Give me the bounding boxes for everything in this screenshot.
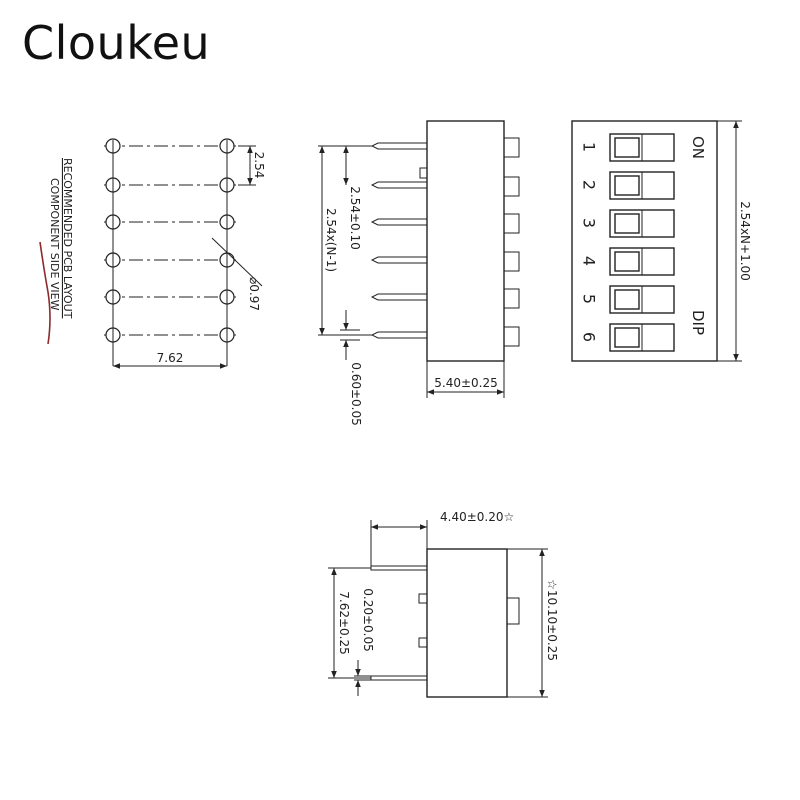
switch-knob — [614, 213, 640, 234]
pcb-hole-diameter-label: ⌀0.97 — [247, 277, 261, 311]
top-view: 1 2 3 4 5 6 ON DIP 2.54xN+1.00 — [571, 120, 752, 362]
top-body — [571, 120, 718, 362]
side-pin — [370, 331, 427, 339]
end-pin-thickness-label: 0.20±0.05 — [361, 588, 375, 652]
end-view: 4.40±0.20☆ 7.62±0.25 0.20±0.05 ☆10.10±0.… — [328, 510, 559, 698]
end-row-spacing-label: 7.62±0.25 — [337, 591, 351, 655]
pcb-layout-view: 7.62 2.54 ⌀0.97 RECOMMENDED PCB LAYOUT C… — [39, 138, 266, 369]
side-view: 2.54x(N-1) 2.54±0.10 0.60±0.05 5.40±0.25 — [318, 120, 520, 426]
top-length-label: 2.54xN+1.00 — [738, 201, 752, 281]
side-pin — [370, 256, 427, 264]
switch-number: 4 — [580, 256, 599, 266]
end-pin-bottom — [370, 675, 428, 681]
end-height-label: 4.40±0.20☆ — [440, 510, 514, 524]
switch-knob — [614, 289, 640, 310]
side-pin — [370, 181, 427, 189]
switch-knob — [614, 175, 640, 196]
switch-number: 5 — [580, 294, 599, 304]
side-span-label: 2.54x(N-1) — [324, 208, 338, 272]
end-tab-top — [418, 593, 428, 604]
side-actuator — [503, 213, 520, 234]
end-pin-top — [370, 565, 428, 571]
brand-logo-text: Cloukeu — [22, 16, 211, 70]
side-pin-width-label: 0.60±0.05 — [349, 362, 363, 426]
handwritten-mark — [39, 241, 51, 345]
side-pin — [370, 142, 427, 150]
end-body — [426, 548, 508, 698]
side-actuators — [503, 137, 520, 347]
side-actuator — [503, 137, 520, 158]
end-actuator — [506, 597, 520, 625]
switch-number: 1 — [580, 142, 599, 152]
top-switch-array: 1 2 3 4 5 6 — [580, 133, 675, 352]
side-pin — [370, 293, 427, 301]
top-on-label: ON — [689, 136, 707, 159]
pcb-hole-grid — [104, 138, 236, 343]
switch-knob — [614, 327, 640, 348]
side-actuator — [503, 176, 520, 197]
side-actuator — [503, 288, 520, 309]
pcb-row-spacing-label: 7.62 — [157, 351, 184, 365]
side-body — [426, 120, 505, 362]
side-pin — [370, 218, 427, 226]
side-standoff — [419, 167, 428, 179]
pcb-pitch-label: 2.54 — [252, 152, 266, 179]
side-body-width-label: 5.40±0.25 — [434, 376, 498, 390]
switch-number: 6 — [580, 332, 599, 342]
end-length-label: ☆10.10±0.25 — [545, 579, 559, 661]
switch-number: 3 — [580, 218, 599, 228]
pcb-note-line1: RECOMMENDED PCB LAYOUT — [61, 158, 74, 319]
side-actuator — [503, 326, 520, 347]
side-pitch-label: 2.54±0.10 — [348, 186, 362, 250]
end-tab-bottom — [418, 637, 428, 648]
switch-knob — [614, 251, 640, 272]
pcb-hole-leader — [211, 237, 263, 287]
top-dip-label: DIP — [689, 310, 707, 335]
switch-number: 2 — [580, 180, 599, 190]
pcb-note-line2: COMPONENT SIDE VIEW — [48, 178, 61, 311]
side-pins — [370, 142, 428, 339]
side-actuator — [503, 251, 520, 272]
switch-knob — [614, 137, 640, 158]
